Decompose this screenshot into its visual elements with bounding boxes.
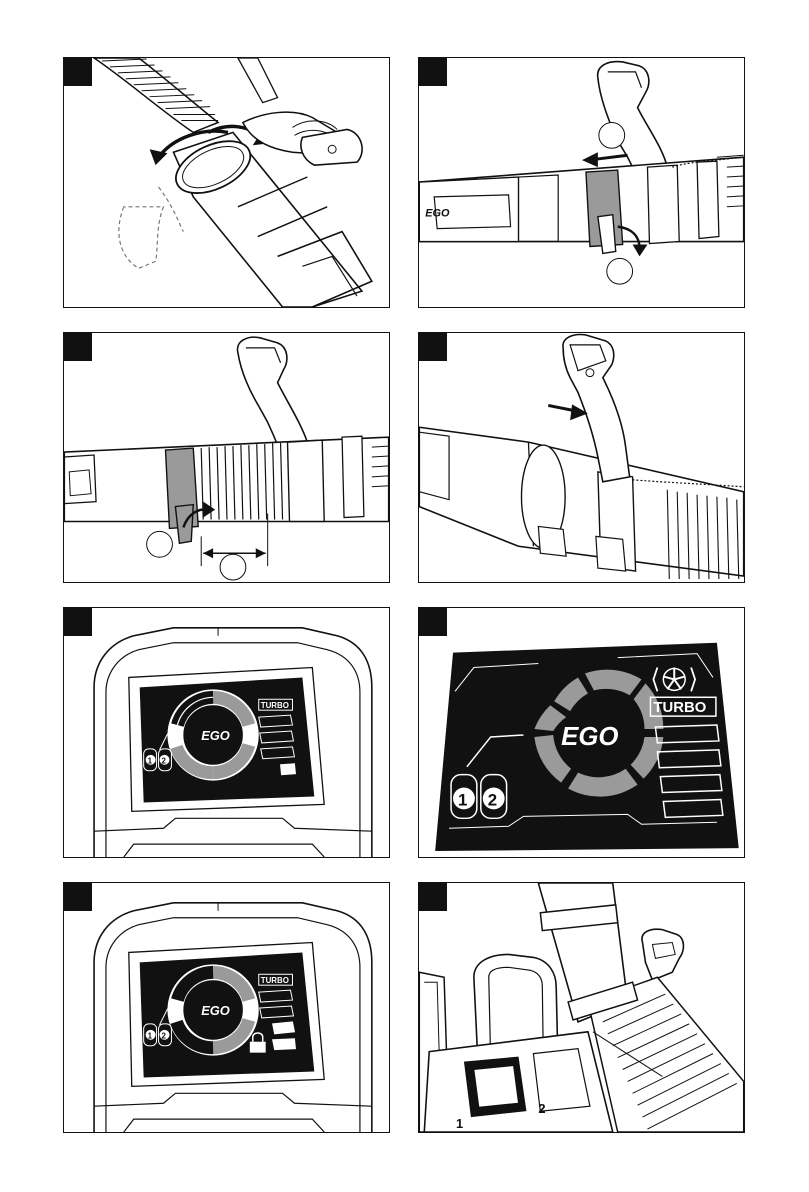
figure-panel-control-display: EGO TURBO 1 2	[63, 607, 390, 858]
figure-panel-trigger-press	[418, 332, 745, 583]
figure-panel-battery-slots: 1 2	[418, 882, 745, 1133]
turbo-label: TURBO	[261, 701, 289, 710]
mode-2-label: 2	[488, 790, 497, 809]
step-badge	[64, 883, 92, 911]
clamp-release-illustration: EGO	[419, 58, 744, 307]
clamp-secure-illustration	[64, 333, 389, 582]
slot-1-label: 1	[456, 1116, 463, 1131]
figure-panel-release-clamp: EGO	[418, 57, 745, 308]
step-badge	[419, 333, 447, 361]
figure-panel-cruise-lock: EGO TURBO 1 2	[63, 882, 390, 1133]
step-badge	[419, 58, 447, 86]
battery-slots-illustration: 1 2	[419, 883, 744, 1132]
slot-2-label: 2	[538, 1101, 545, 1116]
display-logo: EGO	[201, 1003, 230, 1018]
mode-2-label: 2	[162, 757, 167, 766]
step-badge	[419, 608, 447, 636]
mode-1-label: 1	[148, 757, 153, 766]
display-logo: EGO	[561, 723, 618, 751]
callout-circle-1	[147, 531, 173, 557]
callout-circle-1	[599, 122, 625, 148]
callout-circle-2	[220, 554, 246, 580]
step-badge	[419, 883, 447, 911]
trigger-press-illustration	[419, 333, 744, 582]
figure-panel-secure-clamp	[63, 332, 390, 583]
handle-rotation-illustration	[64, 58, 389, 307]
mode-2-label: 2	[162, 1032, 167, 1041]
turbo-label: TURBO	[261, 976, 289, 985]
mode-1-label: 1	[458, 790, 467, 809]
display-closeup-illustration: EGO TURBO 1 2	[419, 608, 744, 857]
display-logo: EGO	[201, 728, 230, 743]
controller-lock-illustration: EGO TURBO 1 2	[64, 883, 389, 1132]
callout-circle-2	[607, 258, 633, 284]
step-badge	[64, 608, 92, 636]
tube-logo-text: EGO	[425, 208, 450, 220]
figure-panel-rotate-handle	[63, 57, 390, 308]
figure-panel-display-closeup: EGO TURBO 1 2	[418, 607, 745, 858]
step-badge	[64, 333, 92, 361]
controller-housing-illustration: EGO TURBO 1 2	[64, 608, 389, 857]
step-badge	[64, 58, 92, 86]
turbo-label: TURBO	[653, 700, 706, 716]
mode-1-label: 1	[148, 1032, 153, 1041]
